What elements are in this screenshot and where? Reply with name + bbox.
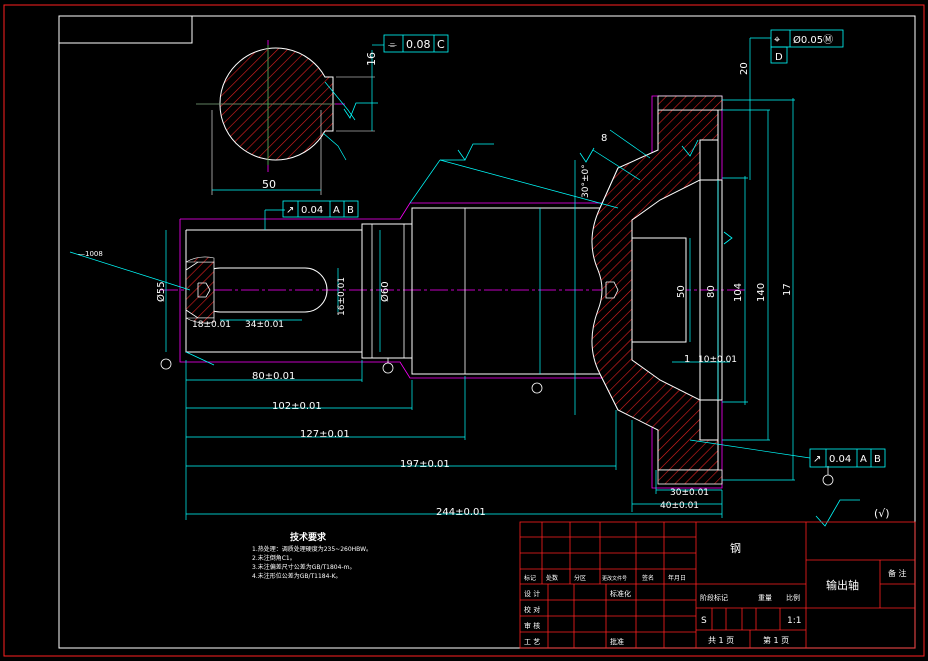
tol-datum-a: A	[333, 205, 340, 216]
dim-len-80: 80±0.01	[252, 371, 295, 382]
tol-value: Ø0.05Ⓜ	[793, 34, 833, 46]
dim-leader-note: —1008	[78, 250, 103, 258]
dim-gear-80: 80	[706, 285, 717, 298]
stage-header: 比例	[786, 593, 800, 602]
tol-value: 0.08	[406, 38, 431, 51]
tol-symbol: ↗	[813, 454, 821, 465]
tolerance-frame-top: ↗ 0.04 A B	[282, 200, 359, 218]
dim-gear-10: 10±0.01	[698, 355, 737, 365]
scale-value: 1:1	[787, 616, 801, 626]
sheets-total: 共 1 页	[708, 636, 734, 645]
dim-gear-17: 17	[782, 283, 793, 296]
rev-header: 标记	[524, 574, 536, 582]
tolerance-frame-position: ⌖ Ø0.05Ⓜ D	[750, 29, 844, 64]
part-name: 输出轴	[826, 578, 859, 592]
row-label: 设 计	[524, 589, 540, 598]
tol-datum-a: A	[860, 454, 867, 465]
rev-header: 处数	[546, 574, 558, 582]
dim-gear-50: 50	[676, 285, 687, 298]
std-label: 标准化	[610, 589, 631, 598]
tolerance-frame-section: ⌯ 0.08 C	[383, 34, 449, 53]
dim-len-102: 102±0.01	[272, 401, 322, 412]
dim-chamfer: 8	[601, 133, 607, 144]
dimension-lines	[69, 38, 811, 520]
approve-label: 批准	[610, 637, 624, 646]
dim-hub-30: 30±0.01	[670, 488, 709, 498]
tech-item: 3.未注偏差尺寸公差为GB/T1804-m。	[252, 563, 355, 571]
sheet-number: 第 1 页	[763, 635, 789, 645]
material-label: 钢	[730, 542, 741, 555]
tolerance-frame-right: ↗ 0.04 A B	[809, 448, 886, 468]
title-block-text: 钢 输出轴 备 注 标记 处数 分区 更改文件号 签名 年月日 设 计 校 对 …	[524, 542, 907, 646]
rev-header: 分区	[574, 574, 586, 582]
rev-header: 更改文件号	[602, 575, 627, 582]
gear-section	[591, 95, 723, 485]
datum-markers	[160, 358, 834, 486]
dimension-text: —1008 Ø55 Ø60 16±0.01 18±0.01 34±0.01 80…	[78, 62, 793, 518]
stage-header: 阶段标记	[700, 593, 728, 602]
rev-header: 签名	[642, 574, 654, 582]
dim-section-keyway: 16	[365, 52, 378, 66]
dim-dia-60: Ø60	[379, 281, 391, 302]
tol-datum: C	[437, 38, 445, 51]
dim-keyway-depth: 16±0.01	[337, 277, 347, 316]
tol-symbol: ↗	[286, 205, 294, 216]
shaft-main-view	[160, 95, 745, 489]
dim-section-width: 50	[262, 178, 276, 191]
tol-value: 0.04	[301, 205, 323, 216]
roughness-note: (√)	[874, 507, 890, 520]
dim-len-197: 197±0.01	[400, 459, 450, 470]
dim-hub-40: 40±0.01	[660, 501, 699, 511]
drawing-border	[3, 4, 925, 657]
stage-header: 重量	[758, 594, 772, 602]
tol-symbol: ⌯	[388, 38, 397, 51]
tech-item: 4.未注形位公差为GB/T1184-K。	[252, 572, 342, 580]
tol-symbol: ⌖	[774, 33, 780, 46]
dim-len-127: 127±0.01	[300, 429, 350, 440]
rev-header: 年月日	[668, 574, 686, 582]
section-view	[196, 40, 384, 195]
tol-datum-b: B	[347, 205, 354, 216]
dim-keyway-start: 18±0.01	[192, 320, 231, 330]
dim-len-244: 244±0.01	[436, 507, 486, 518]
dim-gear-top: 20	[739, 62, 750, 75]
tol-datum: D	[775, 52, 783, 63]
dim-gear-104: 104	[733, 283, 744, 302]
dim-gear-140: 140	[756, 283, 767, 302]
remark-label: 备 注	[888, 568, 907, 578]
dim-gear-1: 1	[684, 354, 690, 365]
tech-title: 技术要求	[290, 531, 327, 543]
title-block	[519, 521, 916, 649]
roughness-symbols	[457, 139, 860, 527]
row-label: 工 艺	[524, 638, 540, 646]
tech-item: 2.未注倒角C1。	[252, 554, 296, 562]
stage-mark: S	[701, 616, 707, 626]
dim-keyway-length: 34±0.01	[245, 320, 284, 330]
dim-angle: 30°±0°	[581, 164, 591, 198]
tol-value: 0.04	[829, 454, 851, 465]
row-label: 审 核	[524, 621, 540, 630]
tech-requirements: 技术要求 1.热处理：调质处理硬度为235~260HBW。 2.未注倒角C1。 …	[252, 531, 372, 580]
tech-item: 1.热处理：调质处理硬度为235~260HBW。	[252, 545, 372, 553]
dim-dia-55: Ø55	[155, 281, 167, 302]
row-label: 校 对	[524, 605, 540, 614]
tol-datum-b: B	[874, 454, 881, 465]
